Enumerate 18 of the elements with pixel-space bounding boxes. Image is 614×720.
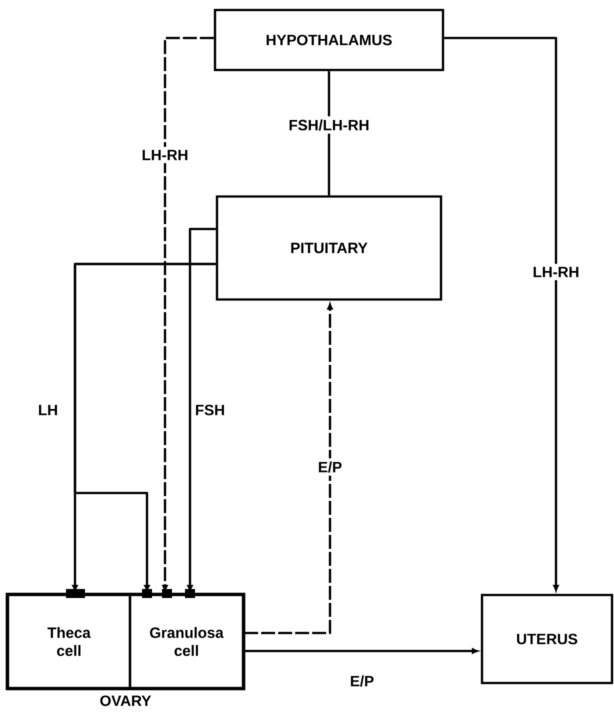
arrow — [244, 648, 478, 654]
edge-label: E/P — [314, 458, 346, 476]
arrow — [187, 228, 216, 592]
edge-label: LH-RH — [530, 264, 582, 280]
arrow — [162, 36, 214, 592]
edge-label: LH — [39, 404, 57, 416]
edge-label: FSH — [196, 404, 224, 416]
edge-label: E/P — [350, 675, 374, 687]
uterus-box: UTERUS — [480, 594, 614, 684]
cell-box: Granulosa cell — [128, 594, 244, 690]
edge-label: LH-RH — [138, 146, 192, 164]
pituitary-box: PITUITARY — [216, 195, 442, 301]
cell-box: Theca cell — [6, 594, 132, 690]
edge-label: FSH/LH-RH — [286, 116, 372, 134]
arrow — [244, 303, 333, 634]
arrow — [444, 36, 559, 592]
hypothalamus-box: HYPOTHALAMUS — [214, 8, 444, 72]
node-label: OVARY — [100, 695, 152, 706]
